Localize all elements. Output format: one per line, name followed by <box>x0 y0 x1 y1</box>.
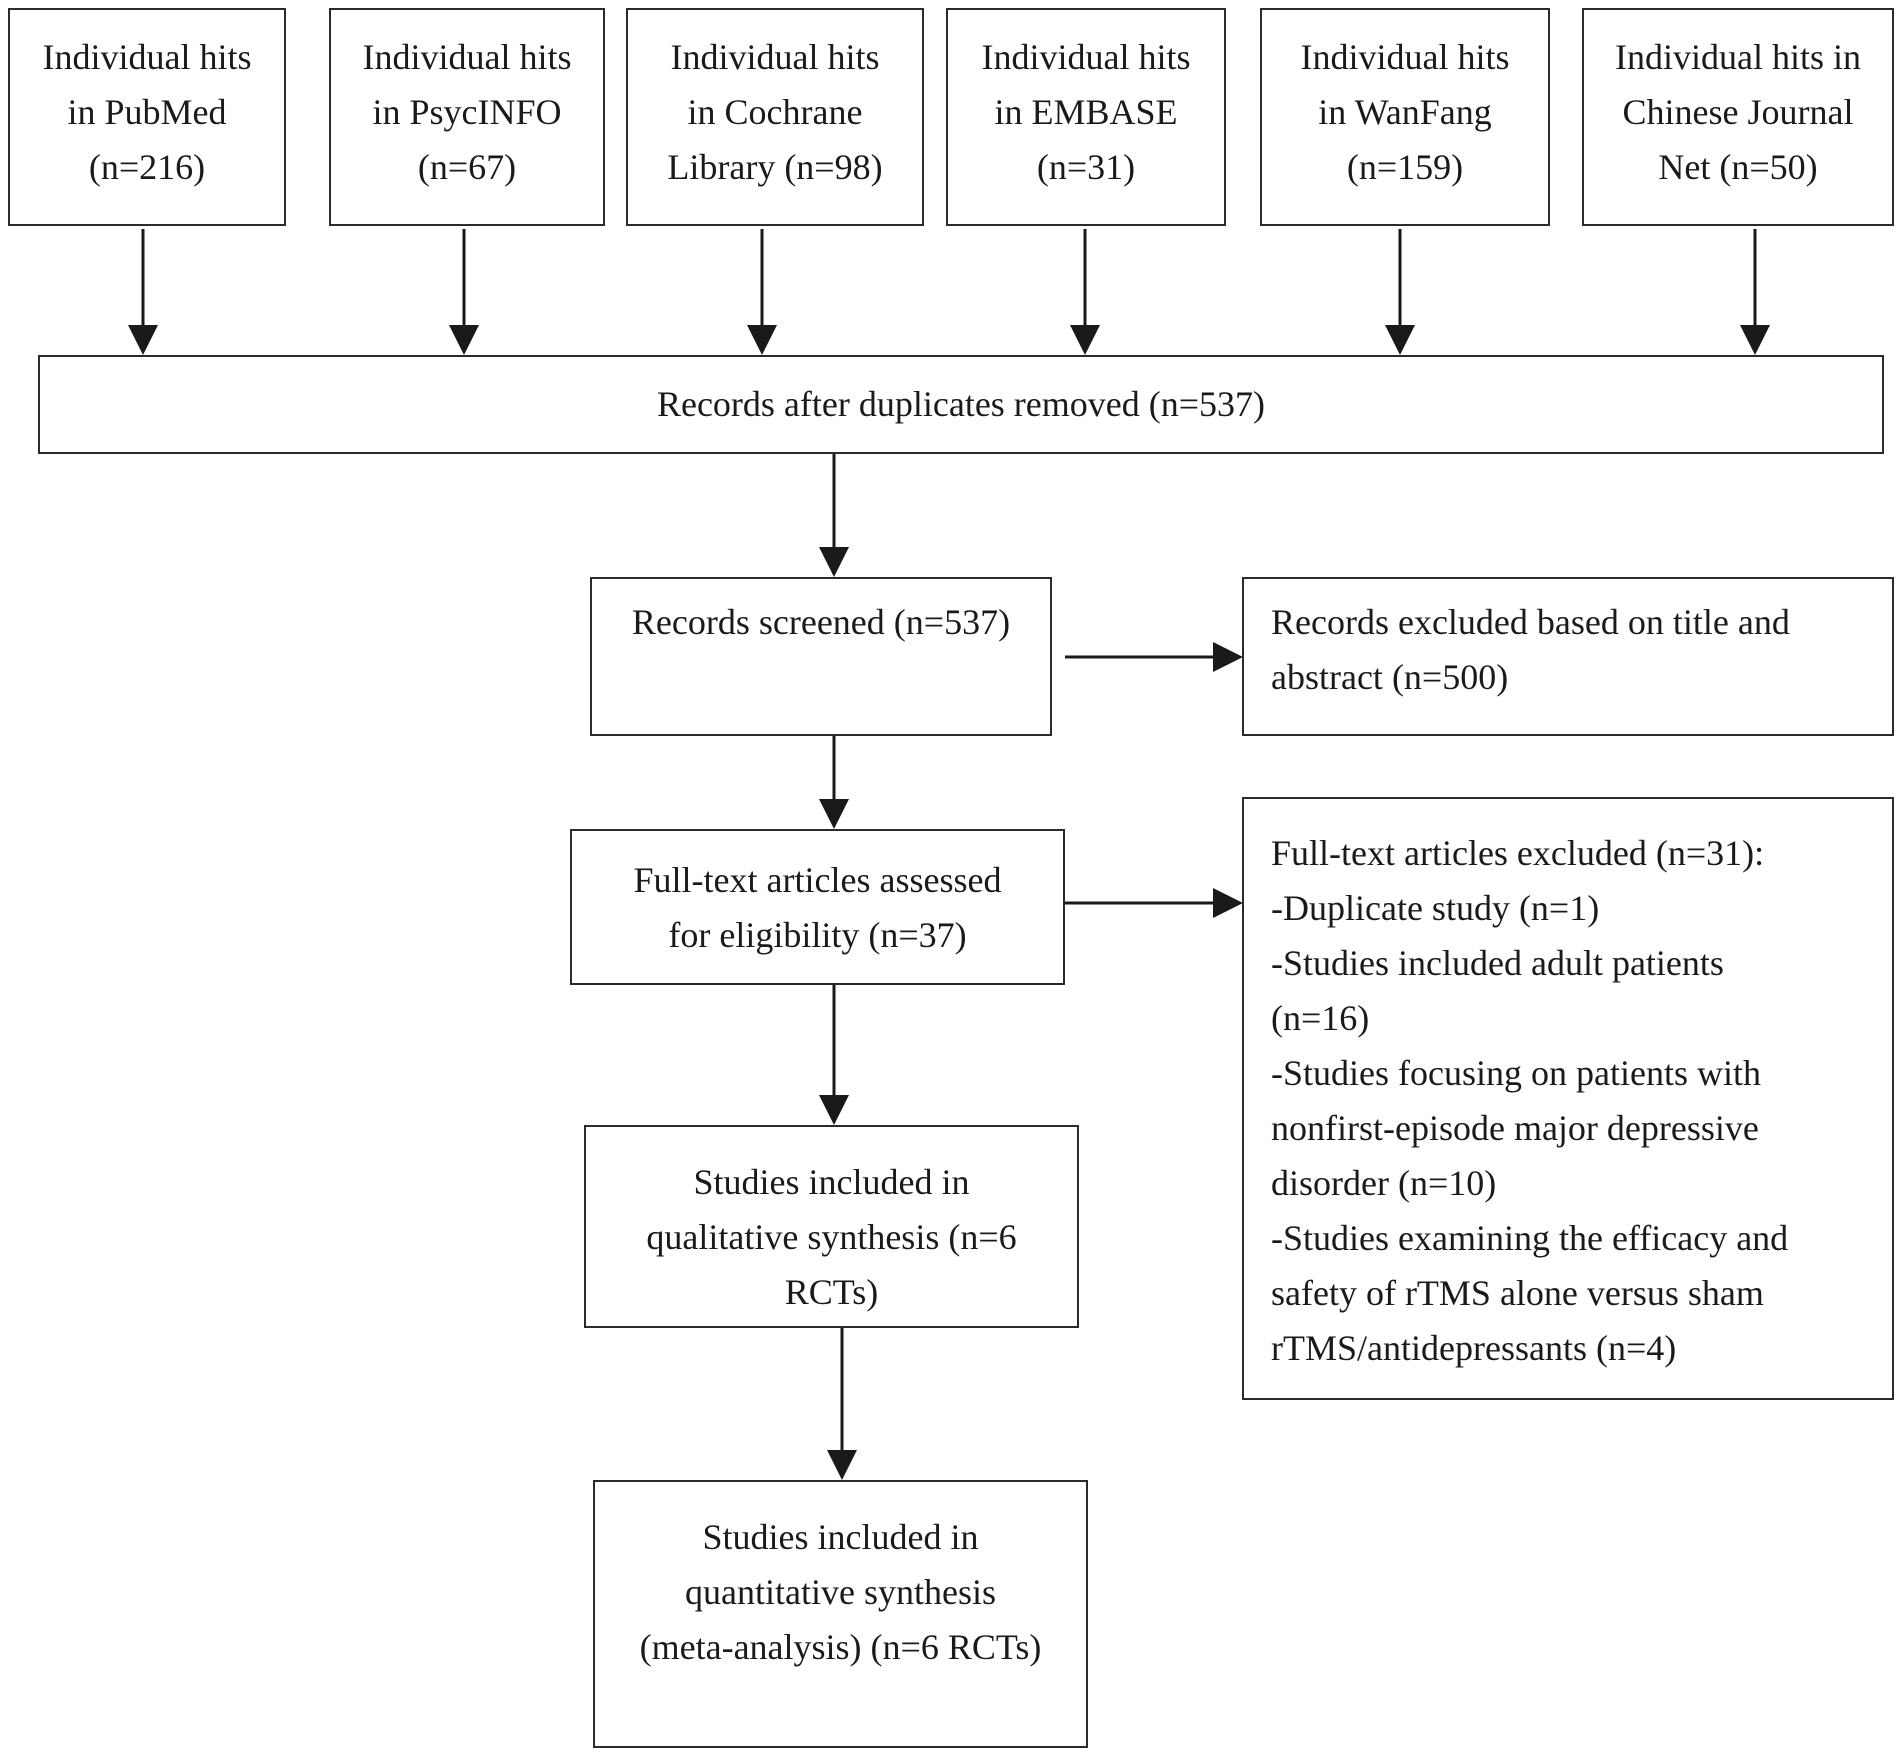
fulltext-excluded-line-1: Full-text articles excluded (n=31): <box>1271 833 1765 873</box>
qualitative-line-2: qualitative synthesis (n=6 <box>646 1217 1017 1257</box>
source-box-wanfang: Individual hits in WanFang (n=159) <box>1260 8 1550 226</box>
dedup-box: Records after duplicates removed (n=537) <box>38 355 1884 454</box>
fulltext-excluded-line-9: safety of rTMS alone versus sham <box>1271 1273 1764 1313</box>
fulltext-excluded-line-3: -Studies included adult patients <box>1271 943 1724 983</box>
source-box-wanfang-line-2: in WanFang <box>1318 92 1492 132</box>
fulltext-excluded-line-6: nonfirst-episode major depressive <box>1271 1108 1759 1148</box>
quantitative-line-1: Studies included in <box>702 1517 979 1557</box>
excluded-title-line-2: abstract (n=500) <box>1271 657 1509 697</box>
source-box-embase-line-2: in EMBASE <box>994 92 1178 132</box>
dedup-text: Records after duplicates removed (n=537) <box>656 384 1266 424</box>
source-box-psycinfo: Individual hits in PsycINFO (n=67) <box>329 8 605 226</box>
fulltext-line-2: for eligibility (n=37) <box>668 915 967 955</box>
source-box-wanfang-line-3: (n=159) <box>1346 147 1464 187</box>
qualitative-synthesis-box: Studies included in qualitative synthesi… <box>584 1125 1079 1328</box>
quantitative-line-3: (meta-analysis) (n=6 RCTs) <box>639 1627 1042 1667</box>
source-box-wanfang-line-1: Individual hits <box>1300 37 1510 77</box>
fulltext-excluded-line-8: -Studies examining the efficacy and <box>1271 1218 1789 1258</box>
source-box-cochrane-line-2: in Cochrane <box>687 92 863 132</box>
fulltext-line-1: Full-text articles assessed <box>633 860 1002 900</box>
source-box-pubmed-line-2: in PubMed <box>67 92 227 132</box>
source-box-embase-line-3: (n=31) <box>1036 147 1136 187</box>
fulltext-excluded-line-2: -Duplicate study (n=1) <box>1271 888 1600 928</box>
source-box-cjn-line-1: Individual hits in <box>1615 37 1861 77</box>
excluded-title-abstract-box: Records excluded based on title and abst… <box>1242 577 1894 736</box>
screened-text: Records screened (n=537) <box>631 602 1011 642</box>
fulltext-excluded-line-4: (n=16) <box>1271 998 1370 1038</box>
qualitative-line-1: Studies included in <box>693 1162 970 1202</box>
fulltext-assessed-box: Full-text articles assessed for eligibil… <box>570 829 1065 985</box>
quantitative-line-2: quantitative synthesis <box>685 1572 996 1612</box>
source-box-cjn-line-3: Net (n=50) <box>1658 147 1818 187</box>
source-box-psycinfo-line-1: Individual hits <box>362 37 572 77</box>
fulltext-excluded-line-7: disorder (n=10) <box>1271 1163 1497 1203</box>
source-box-embase-line-1: Individual hits <box>981 37 1191 77</box>
qualitative-line-3: RCTs) <box>784 1272 879 1312</box>
source-box-psycinfo-line-3: (n=67) <box>417 147 517 187</box>
source-box-embase: Individual hits in EMBASE (n=31) <box>946 8 1226 226</box>
source-box-cochrane-line-1: Individual hits <box>670 37 880 77</box>
source-box-cochrane-line-3: Library (n=98) <box>667 147 883 187</box>
source-box-psycinfo-line-2: in PsycINFO <box>372 92 562 132</box>
source-box-pubmed: Individual hits in PubMed (n=216) <box>8 8 286 226</box>
source-box-pubmed-line-1: Individual hits <box>42 37 252 77</box>
source-box-cochrane: Individual hits in Cochrane Library (n=9… <box>626 8 924 226</box>
fulltext-excluded-box: Full-text articles excluded (n=31): -Dup… <box>1242 797 1894 1400</box>
fulltext-excluded-line-5: -Studies focusing on patients with <box>1271 1053 1761 1093</box>
screened-box: Records screened (n=537) <box>590 577 1052 736</box>
source-box-cjn-line-2: Chinese Journal <box>1622 92 1854 132</box>
quantitative-synthesis-box: Studies included in quantitative synthes… <box>593 1480 1088 1748</box>
fulltext-excluded-line-10: rTMS/antidepressants (n=4) <box>1271 1328 1677 1368</box>
source-box-pubmed-line-3: (n=216) <box>88 147 206 187</box>
source-box-chinese-journal-net: Individual hits in Chinese Journal Net (… <box>1582 8 1894 226</box>
excluded-title-line-1: Records excluded based on title and <box>1271 602 1790 642</box>
